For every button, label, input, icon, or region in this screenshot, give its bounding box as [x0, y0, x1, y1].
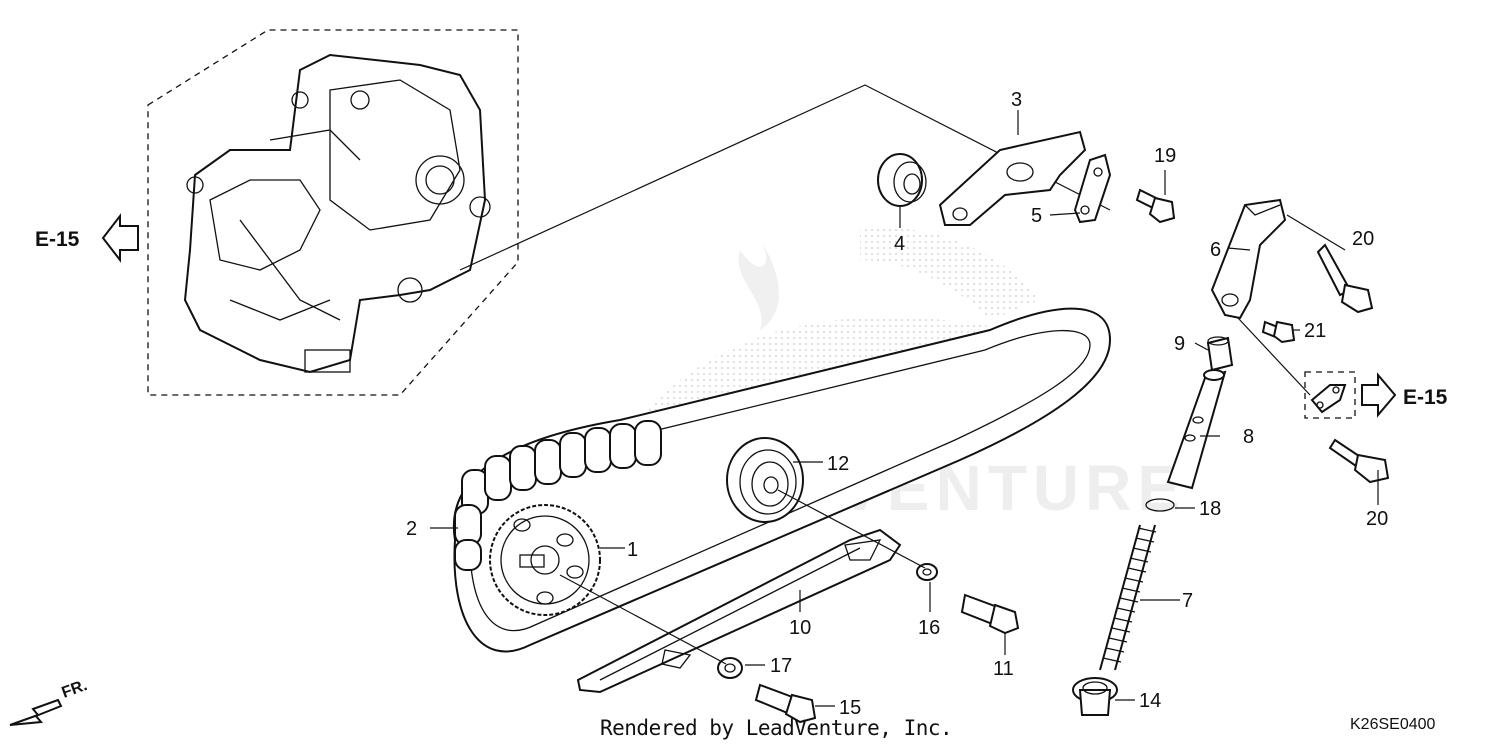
callout-11[interactable]: 11	[993, 658, 1014, 680]
guide-roller	[726, 437, 804, 523]
front-label: FR.	[60, 677, 90, 702]
callout-4[interactable]: 4	[894, 233, 905, 255]
cap-9	[1206, 336, 1234, 372]
o-ring-18	[1145, 498, 1175, 512]
bolt-15	[754, 683, 817, 724]
diagram-code: K26SE0400	[1350, 716, 1436, 733]
credit-text: Rendered by LeadVenture, Inc.	[600, 716, 953, 740]
callout-5[interactable]: 5	[1031, 205, 1042, 227]
callout-21[interactable]: 21	[1304, 320, 1326, 342]
bolt-19	[1135, 188, 1176, 224]
callout-14[interactable]: 14	[1139, 690, 1161, 712]
callout-20-upper[interactable]: 20	[1352, 228, 1374, 250]
bracket-3	[938, 130, 1087, 226]
callouts: 1 2 3 4 5 6 7 8 9 10 11 12 14 15 16 17 1…	[406, 89, 1388, 719]
front-arrow: FR.	[9, 677, 90, 726]
ref-left[interactable]: E-15	[35, 213, 139, 263]
callout-15[interactable]: 15	[839, 697, 861, 719]
right-arrow-icon	[1361, 372, 1397, 418]
chain-links	[454, 420, 662, 571]
seal-4	[877, 153, 927, 207]
ref-right-label: E-15	[1403, 386, 1448, 409]
plate-5	[1073, 153, 1112, 224]
pushrod-8	[1166, 369, 1227, 490]
callout-12[interactable]: 12	[827, 453, 849, 475]
bolt-20-lower	[1328, 438, 1390, 484]
bolt-11	[960, 593, 1020, 635]
leader-lines	[430, 110, 1379, 707]
callout-19[interactable]: 19	[1154, 145, 1176, 167]
ref-right[interactable]: E-15	[1361, 372, 1448, 418]
crankcase-illustration	[183, 53, 491, 374]
callout-10[interactable]: 10	[789, 617, 811, 639]
callout-18[interactable]: 18	[1199, 498, 1221, 520]
callout-6[interactable]: 6	[1210, 239, 1221, 261]
ref-left-label: E-15	[35, 228, 80, 251]
gasket-small	[1304, 371, 1356, 419]
callout-1[interactable]: 1	[627, 539, 638, 561]
left-arrow-icon	[101, 213, 139, 263]
callout-16[interactable]: 16	[918, 617, 940, 639]
spring-7	[1099, 524, 1157, 671]
callout-9[interactable]: 9	[1174, 333, 1185, 355]
callout-17[interactable]: 17	[770, 655, 792, 677]
cam-sprocket	[489, 504, 601, 616]
callout-20-lower[interactable]: 20	[1366, 508, 1388, 530]
callout-3[interactable]: 3	[1011, 89, 1022, 111]
washer-16	[916, 563, 938, 581]
callout-7[interactable]: 7	[1182, 590, 1193, 612]
bolt-20-upper	[1316, 243, 1374, 314]
callout-2[interactable]: 2	[406, 518, 417, 540]
bolt-21	[1261, 320, 1296, 344]
tensioner-bracket-6	[1210, 198, 1287, 320]
callout-8[interactable]: 8	[1243, 426, 1254, 448]
cap-14	[1072, 677, 1118, 716]
